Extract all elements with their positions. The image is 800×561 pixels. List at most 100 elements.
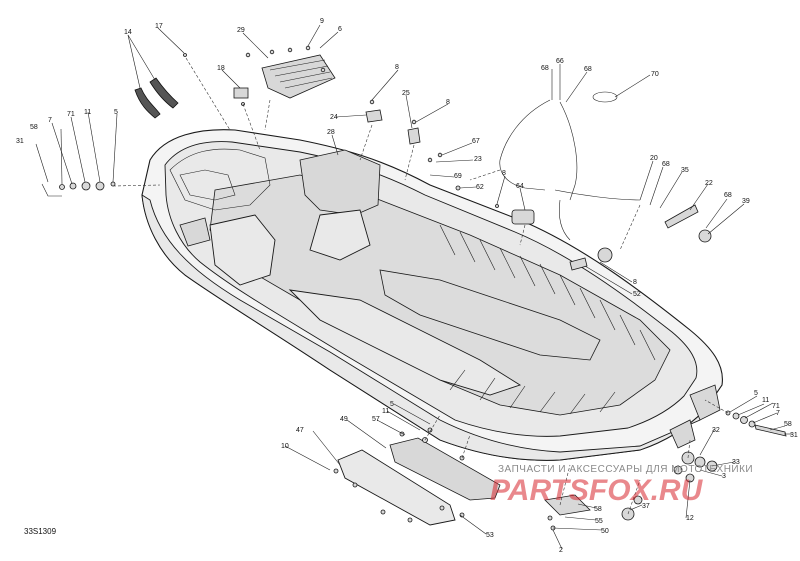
- part-66-hose: [499, 99, 551, 191]
- callout-18: 18: [217, 65, 225, 72]
- hull-ribs: [439, 224, 656, 415]
- callout-17: 17: [155, 23, 163, 30]
- loose-parts: [41, 45, 787, 531]
- part-25: [407, 127, 421, 145]
- part-connector: [597, 247, 613, 263]
- callout-12: 12: [686, 515, 694, 522]
- part-22-tube: [664, 204, 699, 229]
- hardware-stack-right: [725, 410, 787, 437]
- callout-14: 14: [124, 29, 132, 36]
- callout-23: 23: [474, 156, 482, 163]
- callout-52: 52: [633, 291, 641, 298]
- stern-block: [689, 384, 721, 421]
- callout-5a: 5: [114, 109, 118, 116]
- callout-29: 29: [237, 27, 245, 34]
- callout-69: 69: [454, 173, 462, 180]
- callout-66: 66: [556, 58, 564, 65]
- callout-39: 39: [742, 198, 750, 205]
- seat-support: [299, 149, 381, 216]
- callout-7a: 7: [48, 117, 52, 124]
- callout-8a: 8: [395, 64, 399, 71]
- front-bay-inner: [179, 169, 236, 201]
- callout-53: 53: [486, 532, 494, 539]
- callout-2: 2: [559, 547, 563, 554]
- callout-50: 50: [601, 528, 609, 535]
- callout-68a: 68: [541, 65, 549, 72]
- part-64-pump: [511, 209, 535, 225]
- callout-3: 3: [722, 473, 726, 480]
- assembly-guides: [112, 57, 729, 515]
- callout-58a: 58: [30, 124, 38, 131]
- callout-71a: 71: [67, 111, 75, 118]
- callout-8b: 8: [446, 99, 450, 106]
- stern-plug: [669, 419, 696, 449]
- part-18: [233, 87, 249, 99]
- hardware-stack-left: [59, 181, 116, 191]
- callout-28: 28: [327, 129, 335, 136]
- callout-31b: 31: [790, 432, 798, 439]
- callout-20: 20: [650, 155, 658, 162]
- callout-68b: 68: [584, 66, 592, 73]
- part-39-clamp: [698, 229, 712, 243]
- callout-64: 64: [516, 183, 524, 190]
- hull-side-strip: [141, 194, 706, 461]
- callout-11b: 11: [762, 397, 769, 404]
- part-20-hose: [554, 189, 641, 201]
- seat-pedestal: [309, 209, 371, 261]
- part-53-sponson: [389, 437, 501, 501]
- part-64-lead: [559, 199, 571, 241]
- part-70-ring: [592, 91, 618, 103]
- callout-68d: 68: [724, 192, 732, 199]
- callout-32: 32: [712, 427, 720, 434]
- callout-11a: 11: [84, 109, 91, 116]
- part-37-b: [633, 495, 643, 505]
- callout-67: 67: [472, 138, 480, 145]
- part-29-bracket: [261, 54, 336, 99]
- callout-22: 22: [705, 180, 713, 187]
- callout-55: 55: [595, 518, 603, 525]
- callout-6: 6: [338, 26, 342, 33]
- watermark-caption: ЗАПЧАСТИ И АКСЕССУАРЫ ДЛЯ МОТОТЕХНИКИ: [498, 464, 753, 475]
- part-47-sponson: [337, 449, 456, 526]
- front-storage-bay: [169, 148, 271, 211]
- console-block: [209, 214, 276, 286]
- leader-lines: [35, 24, 792, 550]
- callout-7b: 7: [776, 410, 780, 417]
- bow-block: [179, 217, 211, 247]
- callout-5c: 5: [390, 401, 394, 408]
- callout-33: 33: [732, 459, 740, 466]
- part-24: [365, 109, 383, 123]
- callout-11c: 11: [382, 408, 389, 415]
- part-68-hose: [559, 101, 578, 201]
- figure-code: 33S1309: [24, 527, 57, 536]
- footwell: [288, 289, 522, 396]
- callout-31a: 31: [16, 138, 24, 145]
- callout-58b: 58: [784, 421, 792, 428]
- callout-25: 25: [402, 90, 410, 97]
- callout-62: 62: [476, 184, 484, 191]
- callout-47: 47: [296, 427, 304, 434]
- callout-5b: 5: [754, 390, 758, 397]
- callout-10: 10: [281, 443, 289, 450]
- callout-58c: 58: [594, 506, 602, 513]
- part-29-detail: [269, 59, 333, 89]
- callout-8c: 8: [502, 170, 506, 177]
- callout-57: 57: [372, 416, 380, 423]
- callout-9: 9: [320, 18, 324, 25]
- part-14-handle-b: [149, 77, 179, 109]
- callout-labels: 14 17 29 9 6 18 8 25 24 8 28 68 66 68 70…: [16, 18, 798, 554]
- callout-68c: 68: [662, 161, 670, 168]
- part-50: [544, 494, 591, 516]
- callout-49: 49: [340, 416, 348, 423]
- part-31-bracket: [41, 183, 62, 197]
- part-52: [569, 257, 588, 271]
- watermark-logo: PARTSFOX.RU: [490, 474, 704, 507]
- callout-37: 37: [642, 503, 650, 510]
- hull-body: [141, 129, 723, 461]
- fasteners: [183, 45, 556, 531]
- callout-35: 35: [681, 167, 689, 174]
- callout-70: 70: [651, 71, 659, 78]
- callout-24: 24: [330, 114, 338, 121]
